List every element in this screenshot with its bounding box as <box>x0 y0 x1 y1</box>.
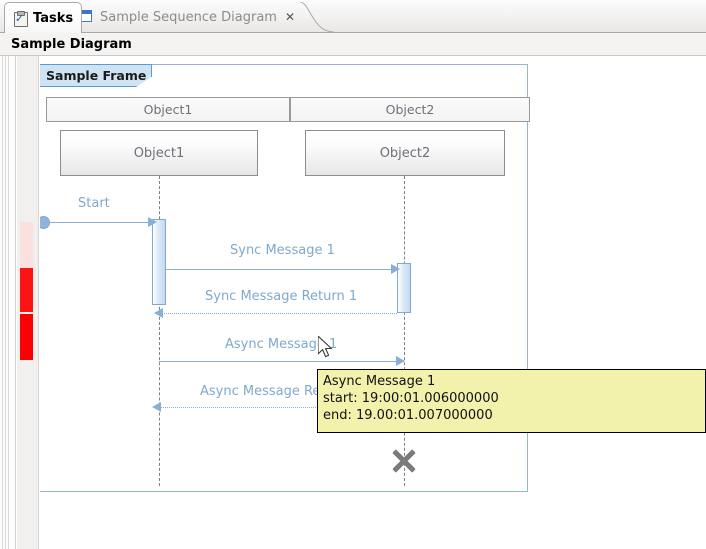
tab-bar-curve-decoration <box>300 2 334 33</box>
tab-sample-sequence-diagram[interactable]: Sample Sequence Diagram ✕ <box>72 2 303 32</box>
message-line-async-return-1[interactable] <box>159 407 404 408</box>
message-label-sync-return-1[interactable]: Sync Message Return 1 <box>205 289 358 304</box>
lifeline-box-object1[interactable]: Object1 <box>60 130 258 176</box>
sequence-diagram-canvas[interactable]: Sample Frame Object1 Object2 Object1 Obj… <box>40 56 706 549</box>
message-label-start[interactable]: Start <box>78 196 110 211</box>
lifeline-box-object2[interactable]: Object2 <box>305 130 505 176</box>
ruler-marker-error-2[interactable] <box>20 314 33 360</box>
frame-label: Sample Frame <box>40 64 152 87</box>
mouse-cursor <box>317 334 335 363</box>
message-label-sync-1[interactable]: Sync Message 1 <box>230 243 335 258</box>
ruler-marker-error-1[interactable] <box>20 268 33 312</box>
message-line-async-1[interactable] <box>159 361 404 362</box>
message-arrow-async-1 <box>396 356 405 366</box>
header-cell-object2[interactable]: Object2 <box>290 97 530 122</box>
destroy-marker-icon[interactable] <box>390 447 418 475</box>
message-arrow-sync-return-1 <box>154 308 163 318</box>
message-tooltip: Async Message 1 start: 19:00:01.00600000… <box>317 369 706 433</box>
message-line-start[interactable] <box>44 222 152 223</box>
tab-tasks[interactable]: ✓ Tasks <box>4 2 83 33</box>
tooltip-start: start: 19:00:01.006000000 <box>323 391 499 406</box>
lifeline-object2 <box>404 176 405 486</box>
ruler-marker-selection-highlight[interactable] <box>20 222 33 268</box>
lifeline-object1 <box>159 176 160 486</box>
tooltip-end: end: 19.00:01.007000000 <box>323 408 493 423</box>
message-line-sync-return-1[interactable] <box>162 313 397 314</box>
message-arrow-async-return-1 <box>152 402 161 412</box>
overview-ruler[interactable] <box>17 56 39 549</box>
activation-bar-object2[interactable] <box>397 263 411 313</box>
tasks-clipboard-icon: ✓ <box>13 10 28 27</box>
message-label-async-1[interactable]: Async Message 1 <box>225 337 338 352</box>
header-cell-object1[interactable]: Object1 <box>46 97 290 122</box>
message-arrow-start <box>148 217 157 227</box>
tab-sample-sequence-diagram-label: Sample Sequence Diagram <box>100 9 277 25</box>
annotation-ruler[interactable] <box>0 56 16 549</box>
tab-tasks-label: Tasks <box>33 10 74 26</box>
page-title: Sample Diagram <box>0 33 706 56</box>
editor-tab-bar: ✓ Tasks Sample Sequence Diagram ✕ <box>0 0 706 33</box>
message-line-sync-1[interactable] <box>166 269 397 270</box>
close-icon[interactable]: ✕ <box>284 10 296 24</box>
activation-bar-object1[interactable] <box>152 219 166 305</box>
document-icon <box>80 10 94 24</box>
message-arrow-sync-1 <box>391 264 400 274</box>
tooltip-title: Async Message 1 <box>323 374 436 389</box>
